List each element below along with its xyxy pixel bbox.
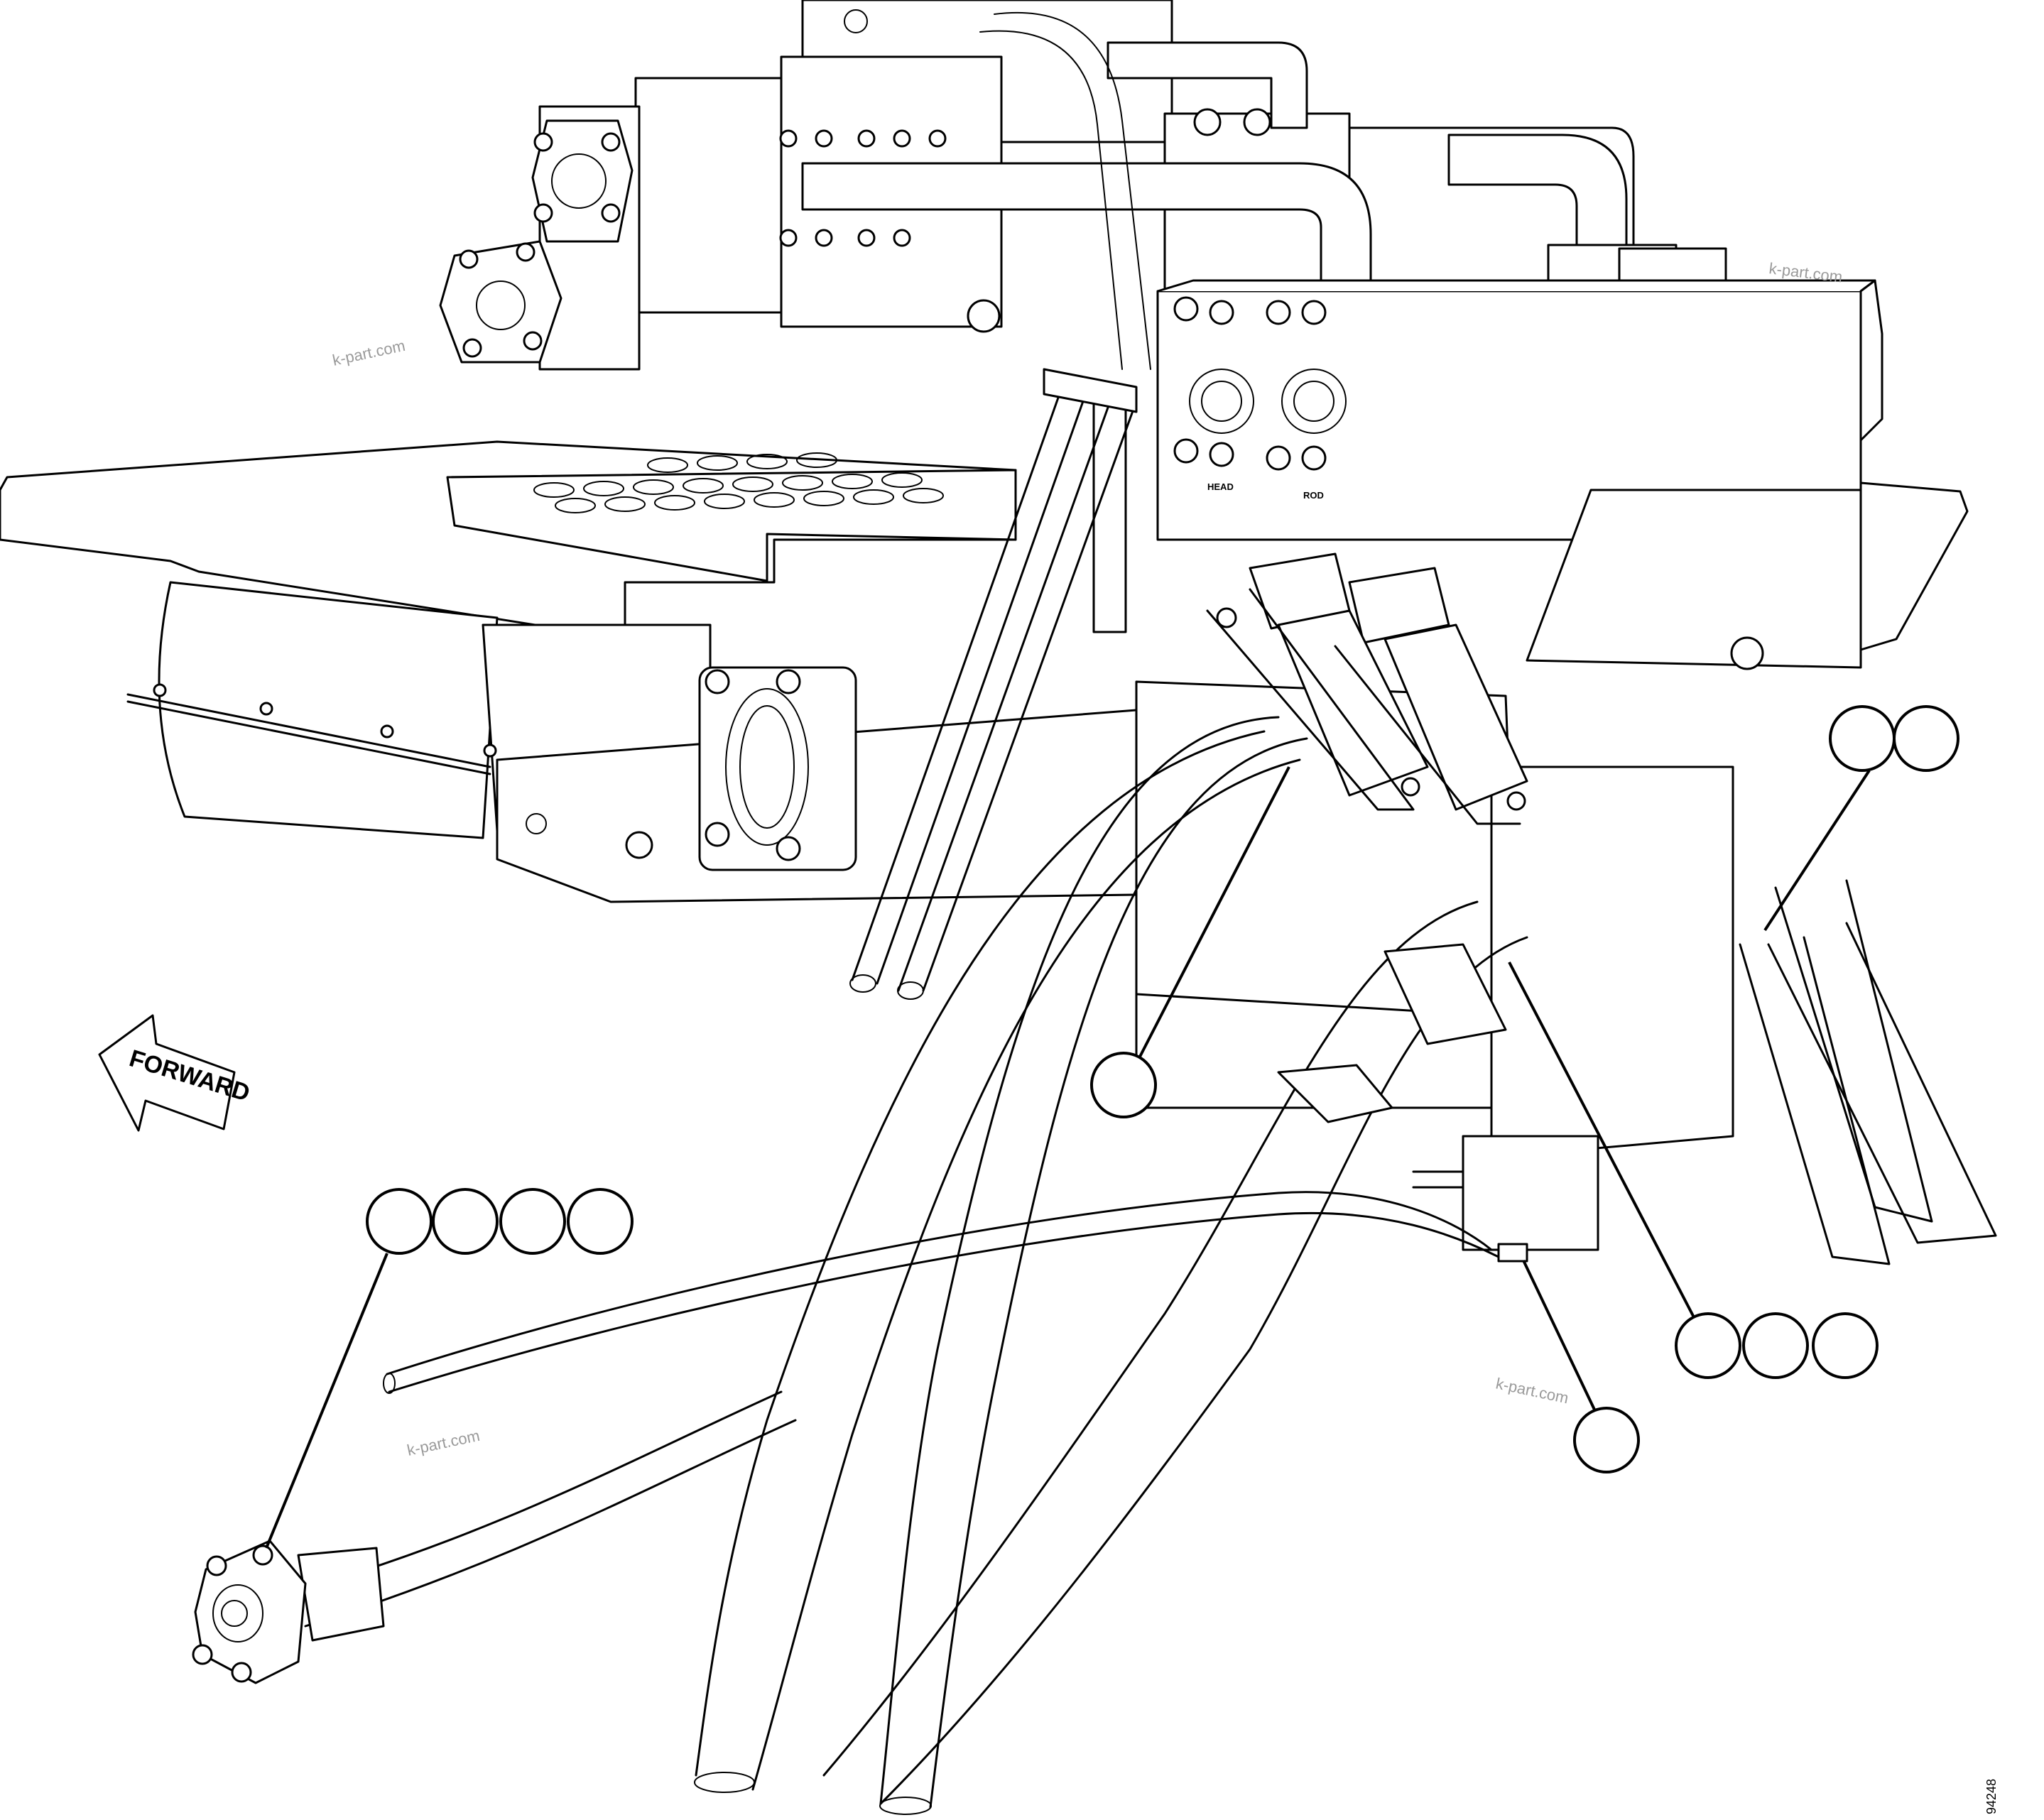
large-hoses: [694, 716, 1997, 1815]
main-valve-block: HEAD ROD: [1156, 279, 1883, 541]
callout-single-bottom-right: [1522, 1260, 1640, 1473]
left-lower-flange: [439, 240, 562, 364]
deck-platform: [0, 440, 1969, 669]
lower-left-hose: [192, 1390, 797, 1684]
center-flange: [526, 666, 857, 871]
callout-group-left: [265, 1188, 634, 1549]
callout-group-top-right: [1763, 705, 1959, 932]
left-flange: [531, 119, 634, 243]
head-port-label: HEAD: [1207, 481, 1234, 492]
callout-single-center: [1090, 766, 1290, 1118]
rod-port-label: ROD: [1303, 490, 1324, 501]
quick-couplers: [1206, 552, 1528, 825]
watermark-1: k-part.com: [331, 337, 407, 369]
thin-tubes: [383, 1170, 1528, 1394]
forward-arrow: FORWARD: [98, 1014, 253, 1132]
watermark-4: k-part.com: [406, 1427, 482, 1459]
watermark-3: k-part.com: [1494, 1374, 1570, 1407]
deck-grille: [533, 452, 944, 513]
center-bolt-rows: [779, 129, 947, 247]
callout-group-right: [1508, 961, 1879, 1379]
vertical-cables: [849, 368, 1138, 1000]
figure-number: 94248: [1984, 1779, 1999, 1814]
